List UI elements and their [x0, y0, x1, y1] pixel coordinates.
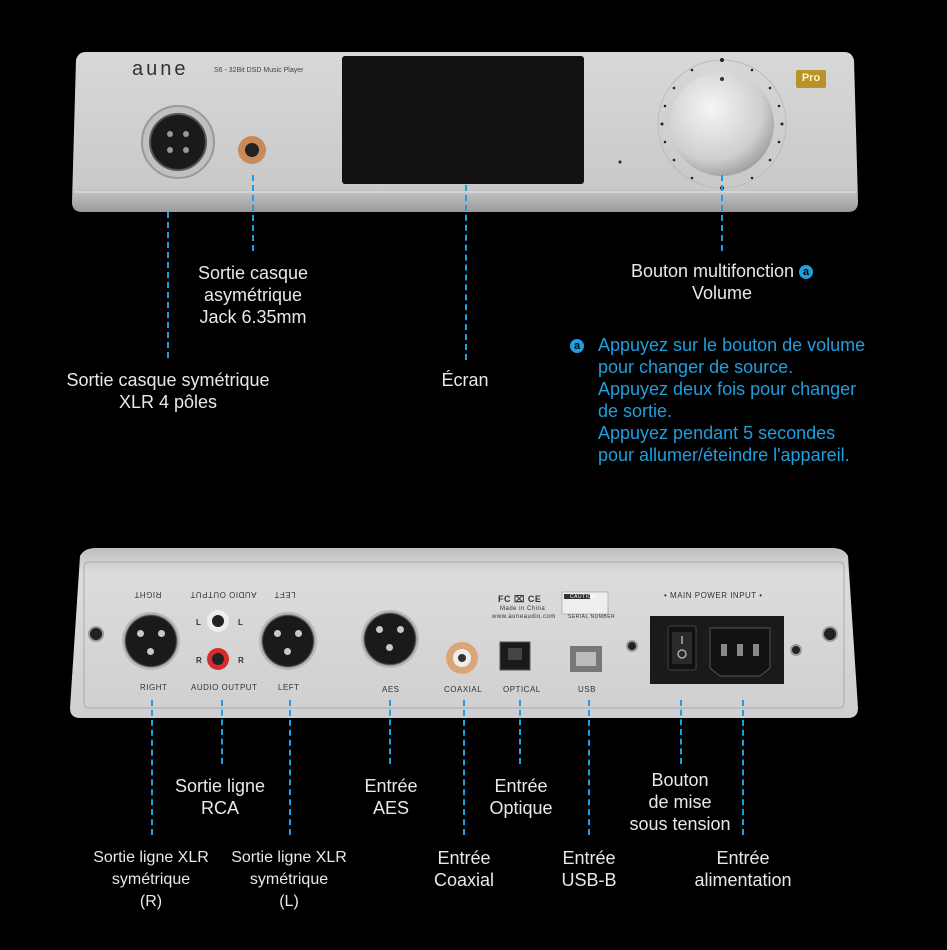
model-name: S6 - 32Bit DSD Music Player	[214, 67, 304, 74]
made-in: Made in China	[500, 606, 546, 612]
screw-right	[822, 626, 838, 642]
audio-output-mirror-label: AUDIO OUTPUT	[190, 590, 257, 599]
volume-knob[interactable]	[670, 72, 774, 176]
rca-r-label-2: R	[238, 656, 245, 665]
xlr-l-line	[289, 700, 291, 835]
caution-label: CAUTION	[570, 594, 596, 600]
rca-left	[207, 610, 229, 632]
front-panel-body	[72, 52, 858, 212]
left-label: LEFT	[278, 683, 300, 692]
knob-line	[721, 175, 723, 251]
coaxial-callout: Entrée Coaxial	[433, 848, 495, 890]
aes-line	[389, 700, 391, 764]
knob-label: Bouton multifonction a Volume	[622, 260, 822, 304]
front-panel: aune S6 - 32Bit DSD Music Player Pro	[72, 52, 858, 212]
xlr-r-callout: Sortie ligne XLR symétrique (R)	[93, 849, 209, 910]
rear-panel: RIGHT AUDIO OUTPUT LEFT L L R R RIGHT AU…	[70, 548, 858, 718]
aes-label: AES	[382, 685, 400, 694]
xlr-l-callout: Sortie ligne XLR symétrique (L)	[231, 849, 347, 910]
power-input-line	[742, 700, 744, 835]
screen-line	[465, 185, 467, 360]
power-input-callout: Entrée alimentation	[694, 848, 792, 890]
xlr-r-line	[151, 700, 153, 835]
knob-marker: a	[799, 265, 814, 280]
power-button-callout: Bouton de mise sous tension	[629, 770, 731, 834]
xlr-in-aes	[361, 610, 419, 668]
note-text: Appuyez sur le bouton de volume pour cha…	[598, 335, 866, 465]
coaxial-label: COAXIAL	[444, 685, 483, 694]
rca-callout: Sortie ligne RCA	[174, 776, 266, 818]
note-marker-wrap: a	[570, 337, 584, 355]
xlr-out-right	[122, 612, 180, 670]
serial-label: SERIAL NUMBER	[568, 614, 616, 620]
xlr-label: Sortie casque symétrique XLR 4 pôles	[66, 370, 270, 412]
xlr-line	[167, 212, 169, 358]
brand-logo: aune	[132, 58, 189, 80]
usb-line	[588, 700, 590, 835]
power-button-line	[680, 700, 682, 764]
website: www.auneaudio.com	[492, 614, 556, 620]
right-mirror-label: RIGHT	[134, 590, 162, 599]
right-label: RIGHT	[140, 683, 168, 692]
rca-line	[221, 700, 223, 764]
optical-callout: Entrée Optique	[489, 776, 553, 818]
left-mirror-label: LEFT	[274, 590, 296, 599]
rca-l-label-2: L	[238, 618, 244, 627]
coaxial-line	[463, 700, 465, 835]
note-marker: a	[570, 338, 584, 353]
screw-power-right	[790, 644, 802, 656]
screw-power-left	[626, 640, 638, 652]
certifications: FC ⌧ CE	[498, 594, 542, 604]
rca-r-label: R	[196, 656, 203, 665]
jack-line	[252, 175, 254, 251]
pro-badge: Pro	[801, 72, 821, 84]
jack-label: Sortie casque asymétrique Jack 6.35mm	[197, 263, 309, 327]
power-input-label: • MAIN POWER INPUT •	[664, 591, 763, 600]
usb-label: USB	[578, 685, 596, 694]
rca-l-label: L	[196, 618, 202, 627]
audio-output-label: AUDIO OUTPUT	[191, 683, 258, 692]
screen-label: Écran	[441, 370, 489, 390]
aes-callout: Entrée AES	[364, 776, 418, 818]
screw-left	[88, 626, 104, 642]
usb-callout: Entrée USB-B	[561, 848, 617, 890]
optical-line	[519, 700, 521, 764]
xlr-out-left	[259, 612, 317, 670]
rear-panel-body	[70, 548, 858, 718]
optical-label: OPTICAL	[503, 685, 541, 694]
rca-right	[207, 648, 229, 670]
